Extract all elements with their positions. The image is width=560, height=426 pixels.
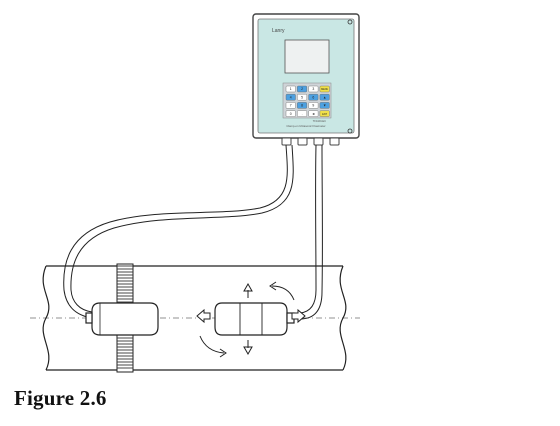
keypad-key-label: ◄ xyxy=(312,112,315,116)
keypad-key xyxy=(297,93,307,101)
mount-screw-bottom-right xyxy=(347,128,353,134)
cable-gland-1 xyxy=(281,137,292,146)
arrow-right-icon xyxy=(291,308,306,324)
keypad-key xyxy=(308,85,319,93)
figure-caption: Figure 2.6 xyxy=(14,386,107,410)
keypad-key-label: 3 xyxy=(312,87,314,91)
keypad-key xyxy=(297,102,307,109)
keypad-key xyxy=(308,110,319,117)
mount-screw-top-right xyxy=(347,19,353,25)
keypad-key-label: ENT xyxy=(322,113,327,116)
cable-downstream-outer xyxy=(299,144,317,314)
keypad-keys: 1 2 3 MENU 4 5 6 ▲ 7 8 9 ▼ 0. ◄ ENT xyxy=(285,85,330,117)
rotate-arrow-bottom-head xyxy=(219,348,227,358)
keypad-key xyxy=(297,110,307,117)
arrow-up-icon xyxy=(243,282,253,298)
keypad-key xyxy=(297,85,307,93)
keypad-key-label: 2 xyxy=(301,87,303,91)
keypad-key-label: ▲ xyxy=(323,95,326,99)
keypad-key-label: ▼ xyxy=(323,104,326,108)
keypad-key xyxy=(285,102,296,109)
keypad-key xyxy=(319,93,330,101)
keypad-key-label: MENU xyxy=(321,88,328,91)
downstream-transducer xyxy=(214,302,295,336)
cable-glands xyxy=(281,137,340,146)
keypad-key-label: 0 xyxy=(290,112,292,116)
flowmeter-unit: Lanry 1 2 3 MENU 4 5 6 ▲ 7 8 9 ▼ 0. ◄ ENT TF1100-EC Cl… xyxy=(252,13,360,146)
device-product-name: Clamp-on Ultrasonic Flowmeter xyxy=(286,124,325,128)
keypad-key xyxy=(285,110,296,117)
cable-gland-4 xyxy=(329,137,340,146)
transducer-cables xyxy=(63,144,323,320)
keypad-key xyxy=(319,85,330,93)
keypad-key-label: 9 xyxy=(312,104,314,108)
lcd-display xyxy=(284,39,330,74)
device-brand-label: Lanry xyxy=(272,28,285,34)
downstream-transducer-body xyxy=(214,302,288,336)
cable-upstream-outer xyxy=(63,144,288,319)
keypad-key-label: 8 xyxy=(301,104,303,108)
keypad-key-label: 5 xyxy=(301,95,303,99)
cable-downstream-inner xyxy=(299,144,323,320)
keypad-key-label: 4 xyxy=(290,95,292,99)
keypad-key xyxy=(319,110,330,117)
keypad-key xyxy=(308,93,319,101)
cable-gland-2 xyxy=(297,137,308,146)
cable-gland-3 xyxy=(313,137,324,146)
device-model-label: TF1100-EC xyxy=(313,119,326,123)
keypad-key-label: 7 xyxy=(290,104,292,108)
arrow-down-icon xyxy=(243,340,253,356)
adjustment-arrows xyxy=(196,281,306,358)
upstream-transducer xyxy=(85,302,159,336)
keypad-key xyxy=(308,102,319,109)
keypad-key xyxy=(319,102,330,109)
keypad-key-label: 1 xyxy=(290,87,292,91)
keypad-key xyxy=(285,85,296,93)
rotate-arrow-top-head xyxy=(269,281,277,291)
rotate-arrow-top-icon xyxy=(271,285,295,301)
cable-upstream-inner xyxy=(70,144,294,313)
keypad-key-label: 6 xyxy=(312,95,314,99)
arrow-left-icon xyxy=(196,308,211,324)
upstream-transducer-body xyxy=(91,302,159,336)
keypad-key xyxy=(285,93,296,101)
upstream-transducer-connector xyxy=(85,312,93,324)
rotate-arrow-bottom-icon xyxy=(199,335,225,354)
pipe xyxy=(30,265,360,371)
keypad-key-label: . xyxy=(302,112,303,116)
